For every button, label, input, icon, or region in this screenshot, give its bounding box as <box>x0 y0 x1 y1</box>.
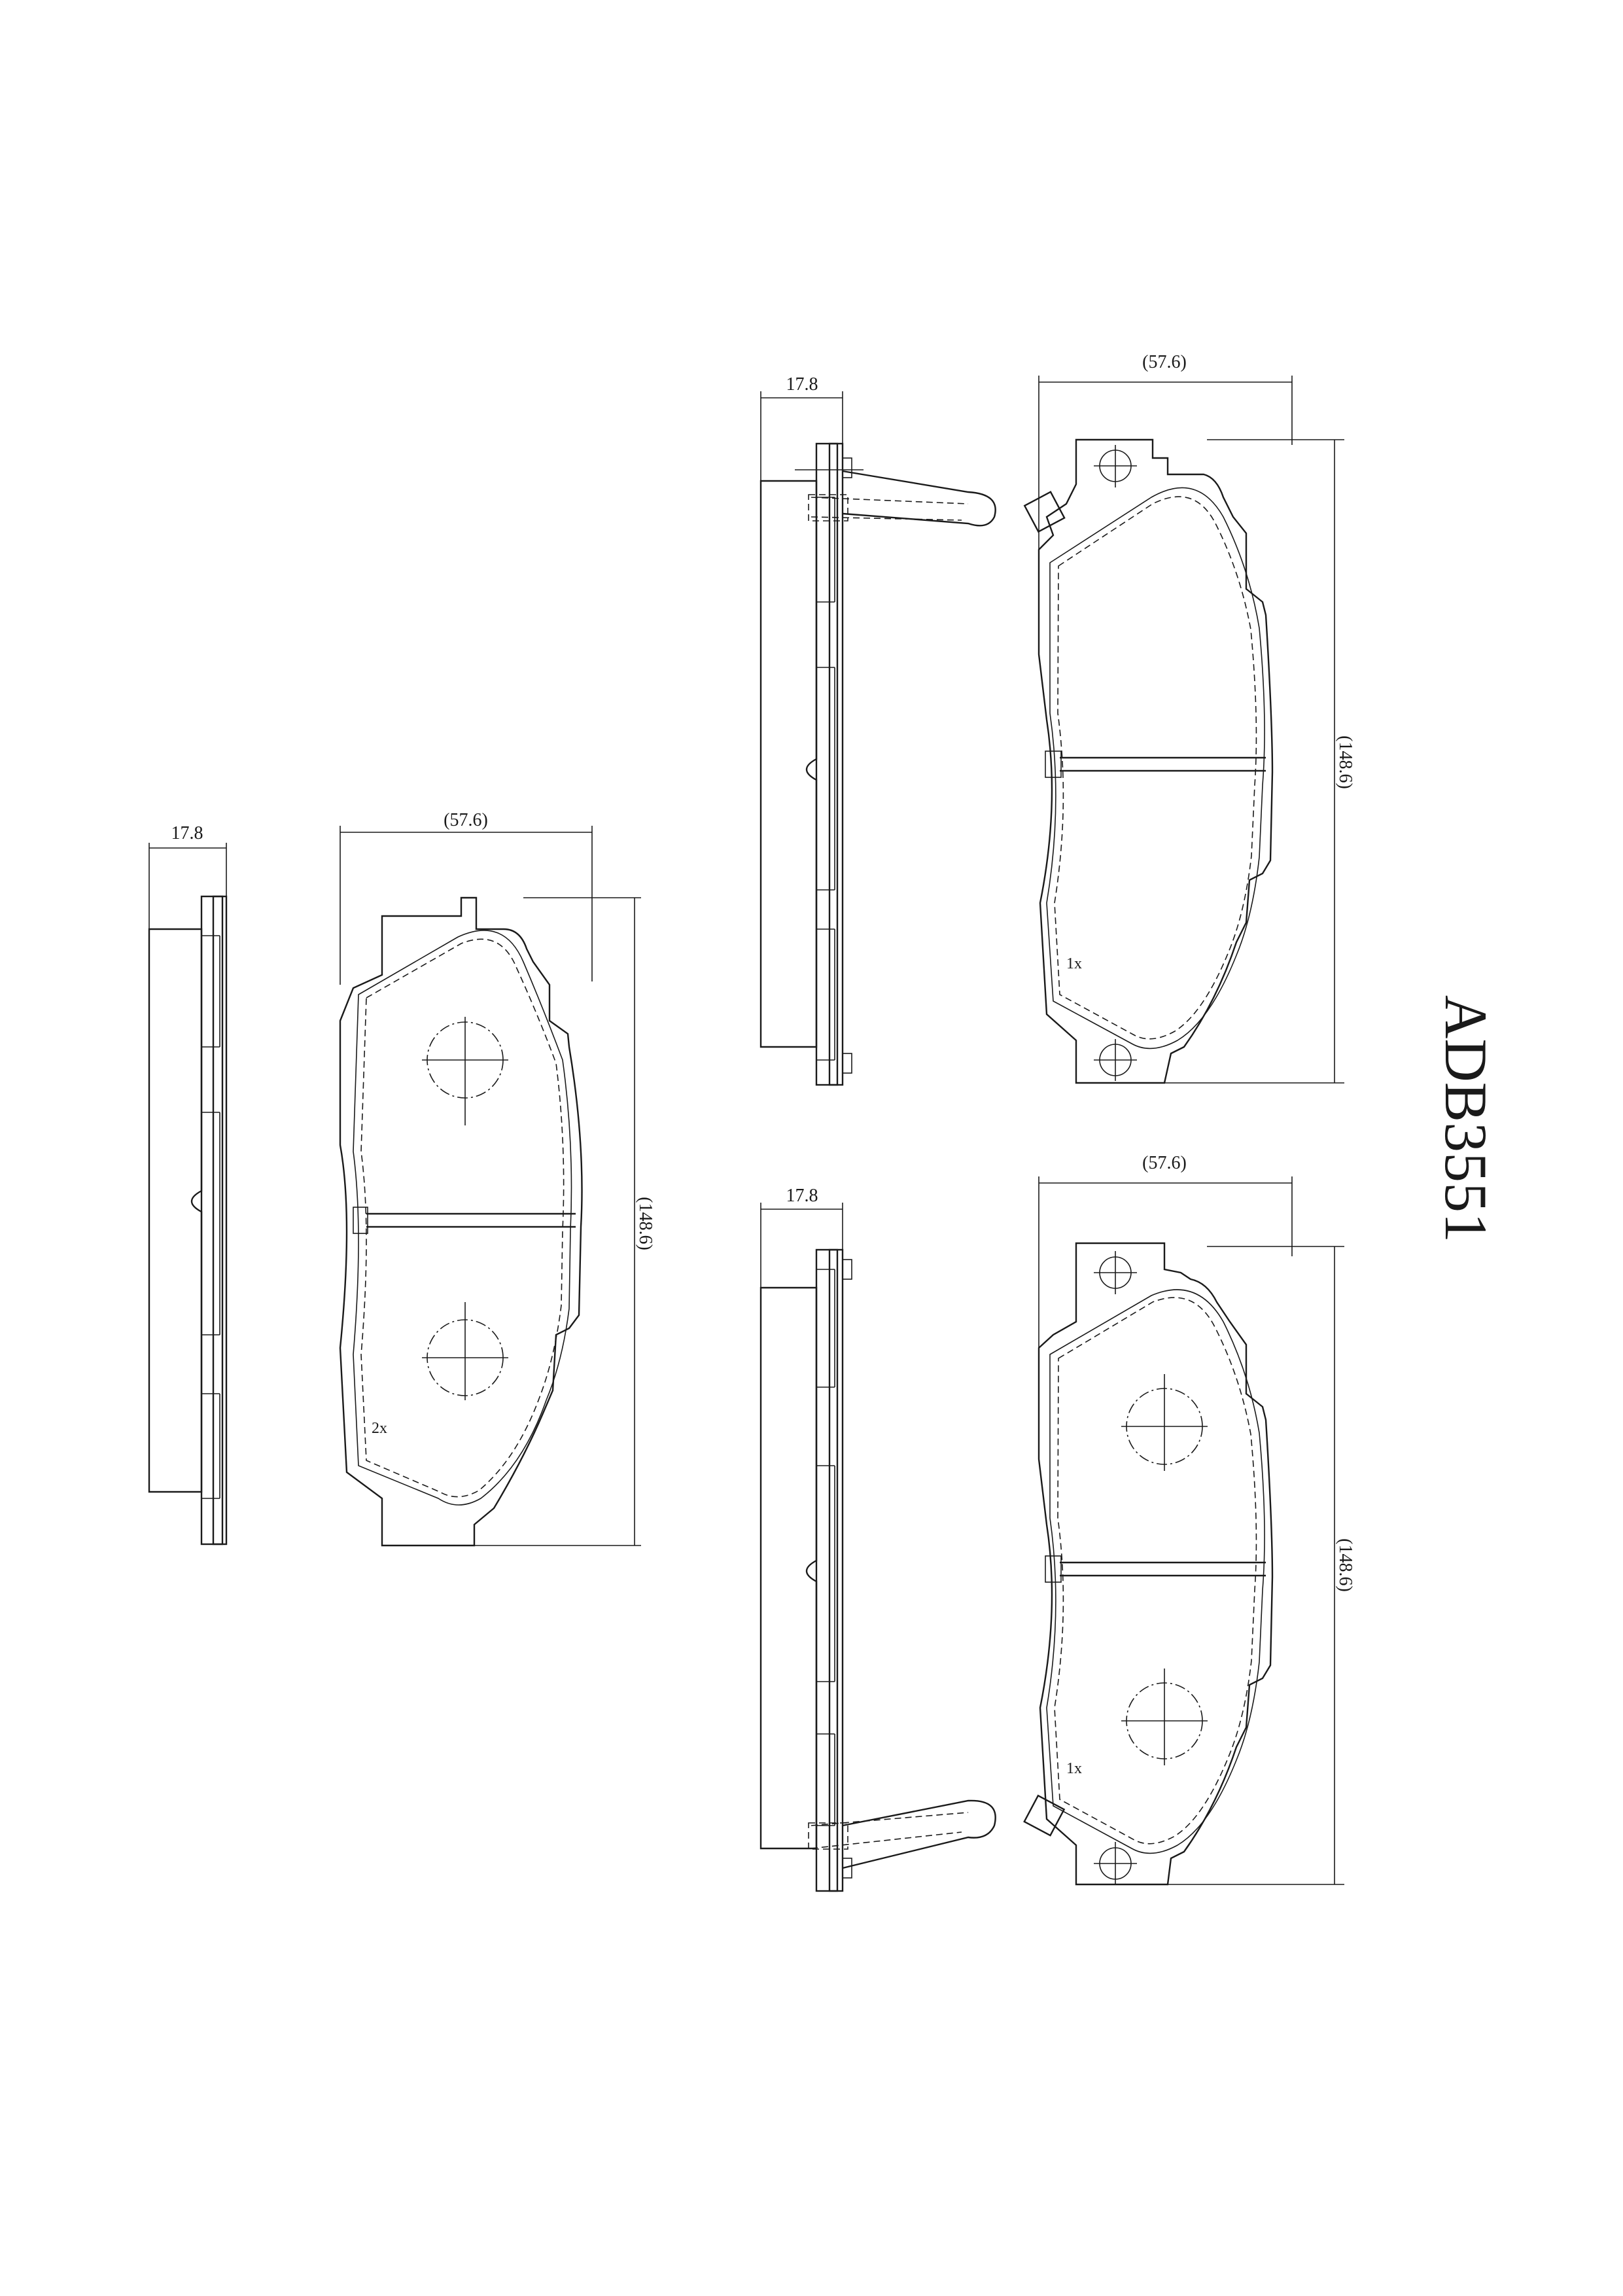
part-number: ADB3551 <box>1433 995 1499 1243</box>
left-height-dimension: (148.6) <box>635 1197 655 1250</box>
left-thickness-dimension: 17.8 <box>171 823 203 843</box>
upper-right-width-dimension: (57.6) <box>1142 352 1187 372</box>
left-side-profile <box>148 843 228 1545</box>
upper-right-thickness-dimension: 17.8 <box>786 374 818 395</box>
left-quantity: 2x <box>372 1420 387 1437</box>
upper-right-quantity: 1x <box>1066 955 1082 972</box>
lower-right-side-profile <box>759 1203 996 1892</box>
upper-right-pad-face <box>1023 376 1344 1084</box>
left-pad-face <box>339 826 641 1547</box>
upper-right-side-profile <box>759 391 996 1086</box>
upper-right-height-dimension: (148.6) <box>1335 735 1355 789</box>
lower-right-width-dimension: (57.6) <box>1142 1153 1187 1173</box>
lower-right-thickness-dimension: 17.8 <box>786 1186 818 1206</box>
left-width-dimension: (57.6) <box>444 810 488 830</box>
lower-right-quantity: 1x <box>1066 1760 1082 1777</box>
lower-right-pad-face <box>1023 1176 1344 1886</box>
lower-right-height-dimension: (148.6) <box>1335 1538 1355 1592</box>
